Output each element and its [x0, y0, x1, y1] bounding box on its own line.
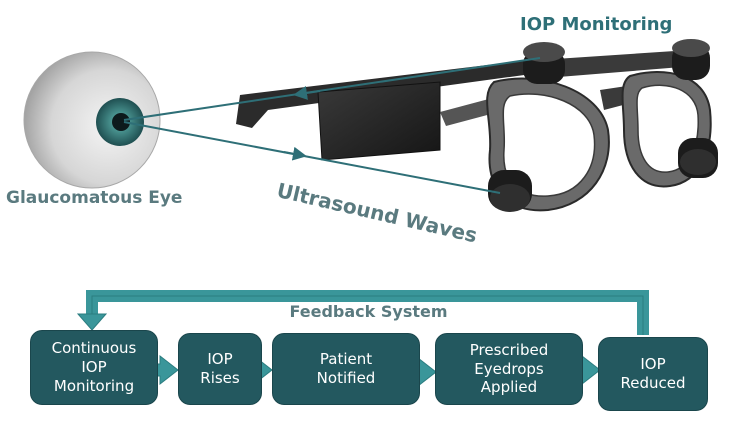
- step-continuous-iop-monitoring: Continuous IOP Monitoring: [30, 330, 158, 405]
- iop-monitoring-label: IOP Monitoring: [520, 14, 673, 35]
- ultrasound-transducer-bottom: [488, 170, 532, 212]
- ultrasound-transducer-top: [523, 42, 565, 84]
- glaucomatous-eye-illustration: [23, 51, 161, 189]
- step-iop-reduced: IOP Reduced: [598, 337, 708, 411]
- step-patient-notified: Patient Notified: [272, 333, 420, 405]
- feedback-arrowhead: [76, 313, 108, 331]
- feedback-system-label: Feedback System: [289, 302, 448, 321]
- ultrasound-transducer-right-top: [672, 39, 710, 80]
- pupil: [112, 113, 130, 131]
- wave-arrowhead-lower: [283, 146, 307, 161]
- smart-glasses-illustration: [236, 39, 718, 212]
- ultrasound-transducer-right-bottom: [678, 138, 718, 178]
- glaucomatous-eye-label: Glaucomatous Eye: [6, 188, 183, 208]
- wave-line-lower: [123, 121, 501, 194]
- wave-arrowhead-upper: [293, 86, 321, 100]
- ultrasound-wave-arrows: [123, 57, 541, 194]
- step-prescribed-eyedrops-applied: Prescribed Eyedrops Applied: [435, 333, 583, 405]
- step-iop-rises: IOP Rises: [178, 333, 262, 405]
- glasses-lens-block: [317, 81, 441, 161]
- wave-line-upper: [123, 57, 541, 121]
